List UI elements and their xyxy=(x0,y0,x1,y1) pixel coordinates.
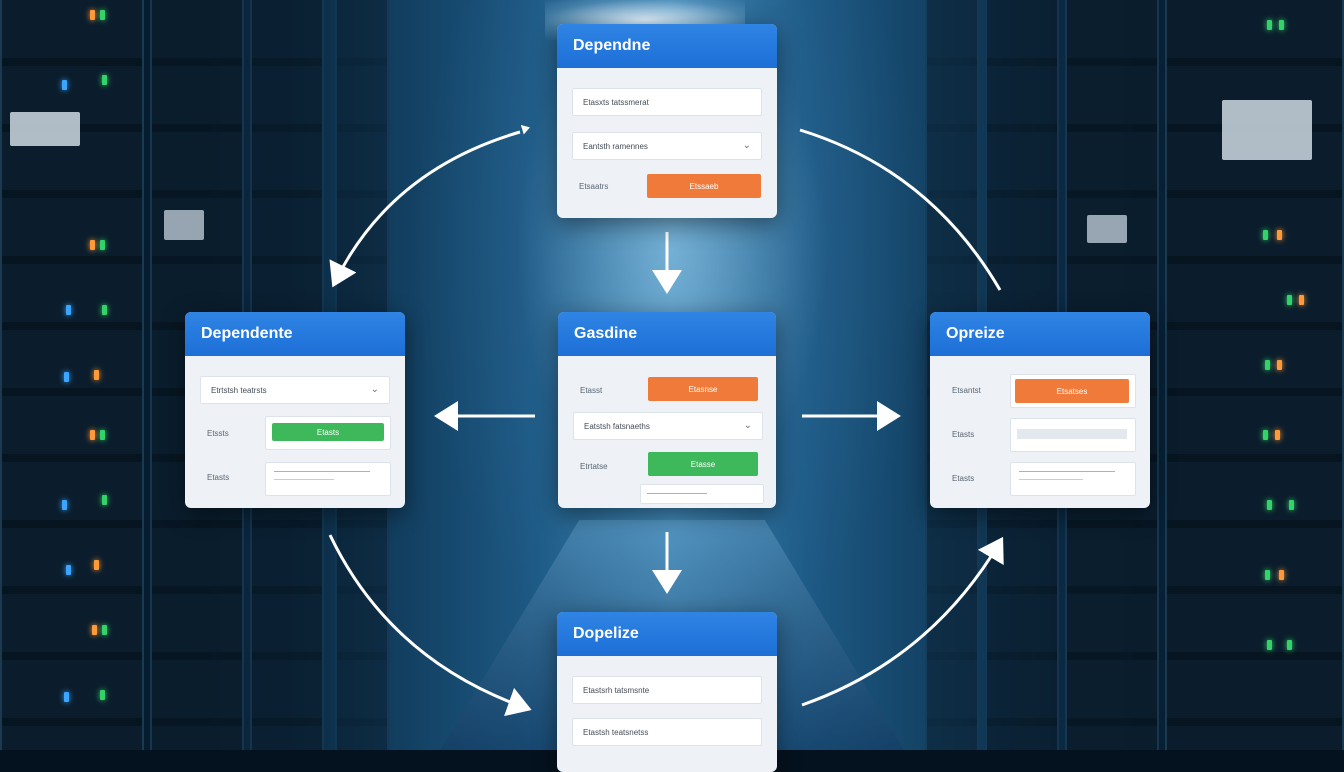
panel-right-field-1[interactable]: Etsatses xyxy=(1010,374,1136,408)
arrow-icon xyxy=(328,534,532,717)
arrow-icon xyxy=(520,124,530,135)
arrow-icon xyxy=(801,536,1004,707)
panel-left-label-1: Etssts xyxy=(207,429,229,438)
panel-left-label-2: Etasts xyxy=(207,473,230,482)
panel-bottom-input-2-text: Etastsh teatsnetss xyxy=(583,727,649,737)
panel-top-button[interactable]: Etssaeb xyxy=(647,174,761,198)
panel-top-select[interactable]: Eantsth ramennes ⌄ xyxy=(572,132,762,160)
panel-left-button[interactable]: Etasts xyxy=(272,423,384,441)
panel-right-label-3: Etasts xyxy=(952,474,975,483)
panel-center-field-3[interactable] xyxy=(640,484,764,504)
panel-top-input-1[interactable]: Etasxts tatssmerat xyxy=(572,88,762,116)
panel-right-label-1: Etsantst xyxy=(952,386,981,395)
arrow-icon xyxy=(329,130,521,288)
panel-right-field-2[interactable] xyxy=(1010,418,1136,452)
server-rack-right-1 xyxy=(1165,0,1344,750)
panel-right: Opreize Etsantst Etsatses Etasts Etasts xyxy=(930,312,1150,508)
panel-top-input-1-text: Etasxts tatssmerat xyxy=(583,97,649,107)
panel-left-field-2[interactable]: Etasts xyxy=(265,416,391,450)
panel-bottom-input-1-text: Etastsrh tatsmsnte xyxy=(583,685,650,695)
panel-left-field-3[interactable] xyxy=(265,462,391,496)
panel-bottom: Dopelize Etastsrh tatsmsnte Etastsh teat… xyxy=(557,612,777,772)
panel-center-button-2[interactable]: Etasse xyxy=(648,452,758,476)
panel-center-label-2: Etrtatse xyxy=(580,462,608,471)
chevron-down-icon: ⌄ xyxy=(742,140,751,151)
chevron-down-icon: ⌄ xyxy=(370,384,379,395)
panel-center-select[interactable]: Eatstsh fatsnaeths ⌄ xyxy=(573,412,763,440)
server-rack-left-1 xyxy=(0,0,144,750)
panel-center-select-text: Eatstsh fatsnaeths xyxy=(584,421,650,431)
panel-top: Dependne Etasxts tatssmerat Eantsth rame… xyxy=(557,24,777,218)
panel-top-title: Dependne xyxy=(557,24,777,68)
panel-right-title: Opreize xyxy=(930,312,1150,356)
panel-left-title: Dependente xyxy=(185,312,405,356)
panel-right-button[interactable]: Etsatses xyxy=(1015,379,1129,403)
panel-center: Gasdine Etasst Etasnse Eatstsh fatsnaeth… xyxy=(558,312,776,508)
arrow-icon xyxy=(799,128,1002,291)
flow-arrows xyxy=(328,124,1004,717)
panel-bottom-input-2[interactable]: Etastsh teatsnetss xyxy=(572,718,762,746)
panel-bottom-title: Dopelize xyxy=(557,612,777,656)
panel-bottom-input-1[interactable]: Etastsrh tatsmsnte xyxy=(572,676,762,704)
panel-left-select[interactable]: Etrtstsh teatrsts ⌄ xyxy=(200,376,390,404)
panel-center-label-1: Etasst xyxy=(580,386,603,395)
panel-center-title: Gasdine xyxy=(558,312,776,356)
panel-left-select-text: Etrtstsh teatrsts xyxy=(211,385,267,395)
panel-left: Dependente Etrtstsh teatrsts ⌄ Etssts Et… xyxy=(185,312,405,508)
panel-top-select-text: Eantsth ramennes xyxy=(583,141,648,151)
panel-top-label: Etsaatrs xyxy=(579,182,609,191)
panel-center-button-1[interactable]: Etasnse xyxy=(648,377,758,401)
panel-right-label-2: Etasts xyxy=(952,430,975,439)
panel-right-field-3[interactable] xyxy=(1010,462,1136,496)
chevron-down-icon: ⌄ xyxy=(743,420,752,431)
